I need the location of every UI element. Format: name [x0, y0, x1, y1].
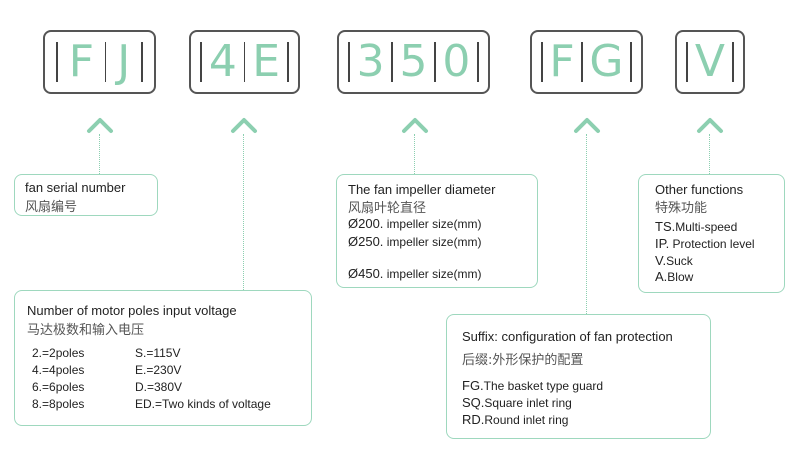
arrow-up-icon [697, 118, 723, 133]
suffix-code: RD. [462, 412, 485, 427]
code-letter: 0 [442, 36, 471, 87]
divider-bar [286, 42, 289, 82]
other-item: A.Blow [655, 269, 693, 284]
poles-title-en: Number of motor poles input voltage [27, 303, 237, 318]
divider-bar [581, 42, 583, 82]
pole-item: 2.=2poles [32, 346, 85, 360]
suffix-code: FG. [462, 378, 484, 393]
divider-bar [56, 42, 58, 82]
code-letter: G [589, 36, 624, 87]
suffix-text: The basket type guard [483, 379, 604, 393]
divider-bar [141, 42, 143, 82]
voltage-item: D.=380V [135, 380, 183, 394]
voltage-item: ED.=Two kinds of voltage [135, 397, 271, 411]
poles-title-zh: 马达极数和输入电压 [27, 323, 145, 338]
divider-bar [200, 42, 203, 82]
diameter-box: The fan impeller diameter 风扇叶轮直径 Ø200. i… [336, 174, 538, 288]
other-text: Suck [666, 254, 693, 268]
code-box-350: 3 5 0 [337, 30, 490, 94]
other-title-zh: 特殊功能 [655, 201, 708, 216]
connector-line [99, 134, 100, 174]
code-box-fg: F G [530, 30, 643, 94]
diameter-title-zh: 风扇叶轮直径 [348, 201, 427, 216]
other-text: Protection level [669, 237, 755, 251]
diameter-size: Ø250. [348, 234, 384, 249]
diameter-text: impeller size(mm) [386, 267, 482, 281]
other-item: IP. Protection level [655, 236, 755, 251]
diameter-item: Ø450. impeller size(mm) [348, 266, 481, 281]
diameter-size: Ø450. [348, 266, 384, 281]
voltage-item: E.=230V [135, 363, 182, 377]
suffix-item: FG.The basket type guard [462, 378, 603, 393]
code-box-v: V [675, 30, 745, 94]
arrow-up-icon [231, 118, 257, 133]
diameter-size: Ø200. [348, 216, 384, 231]
suffix-code: SQ. [462, 395, 485, 410]
code-letter: E [252, 36, 281, 87]
connector-line [709, 134, 710, 174]
connector-line [243, 134, 244, 290]
poles-box: Number of motor poles input voltage 马达极数… [14, 290, 312, 426]
other-code: A. [655, 269, 668, 284]
connector-line [414, 134, 415, 174]
pole-item: 8.=8poles [32, 397, 85, 411]
other-text: Blow [667, 270, 694, 284]
other-box: Other functions 特殊功能 TS.Multi-speed IP. … [638, 174, 785, 293]
divider-bar [391, 42, 393, 82]
pole-item: 6.=6poles [32, 380, 85, 394]
suffix-text: Square inlet ring [484, 396, 572, 410]
code-letter: 5 [399, 36, 428, 87]
divider-bar [348, 42, 350, 82]
code-box-fj: F J [43, 30, 156, 94]
diameter-item: Ø250. impeller size(mm) [348, 234, 481, 249]
series-box: fan serial number 风扇编号 [14, 174, 158, 216]
other-item: V.Suck [655, 253, 693, 268]
suffix-item: RD.Round inlet ring [462, 412, 568, 427]
divider-bar [434, 42, 436, 82]
diameter-item: Ø200. impeller size(mm) [348, 216, 481, 231]
diameter-text: impeller size(mm) [386, 217, 482, 231]
code-letter: 3 [356, 36, 385, 87]
other-text: Multi-speed [675, 220, 738, 234]
other-item: TS.Multi-speed [655, 219, 737, 234]
series-title-zh: 风扇编号 [25, 200, 78, 215]
arrow-up-icon [574, 118, 600, 133]
suffix-text: Round inlet ring [484, 413, 569, 427]
divider-bar [104, 42, 107, 82]
other-title-en: Other functions [655, 182, 744, 197]
divider-bar [686, 42, 689, 82]
voltage-item: S.=115V [135, 346, 181, 360]
divider-bar [541, 42, 543, 82]
code-letter: F [549, 36, 575, 87]
code-letter: V [694, 36, 726, 87]
suffix-title-en: Suffix: configuration of fan protection [462, 329, 673, 344]
other-code: TS. [655, 219, 676, 234]
suffix-item: SQ.Square inlet ring [462, 395, 572, 410]
other-code: V. [655, 253, 667, 268]
code-letter: J [117, 36, 131, 87]
divider-bar [731, 42, 734, 82]
suffix-title-zh: 后缀:外形保护的配置 [462, 353, 584, 368]
diameter-text: impeller size(mm) [386, 235, 482, 249]
divider-bar [477, 42, 479, 82]
arrow-up-icon [402, 118, 428, 133]
other-code: IP. [655, 236, 670, 251]
arrow-up-icon [87, 118, 113, 133]
code-letter: F [68, 36, 95, 87]
divider-bar [243, 42, 246, 82]
connector-line [586, 134, 587, 314]
code-box-4e: 4 E [189, 30, 300, 94]
code-letter: 4 [208, 36, 237, 87]
diameter-title-en: The fan impeller diameter [348, 182, 496, 197]
divider-bar [630, 42, 632, 82]
series-title-en: fan serial number [25, 180, 126, 195]
suffix-box: Suffix: configuration of fan protection … [446, 314, 711, 439]
pole-item: 4.=4poles [32, 363, 85, 377]
